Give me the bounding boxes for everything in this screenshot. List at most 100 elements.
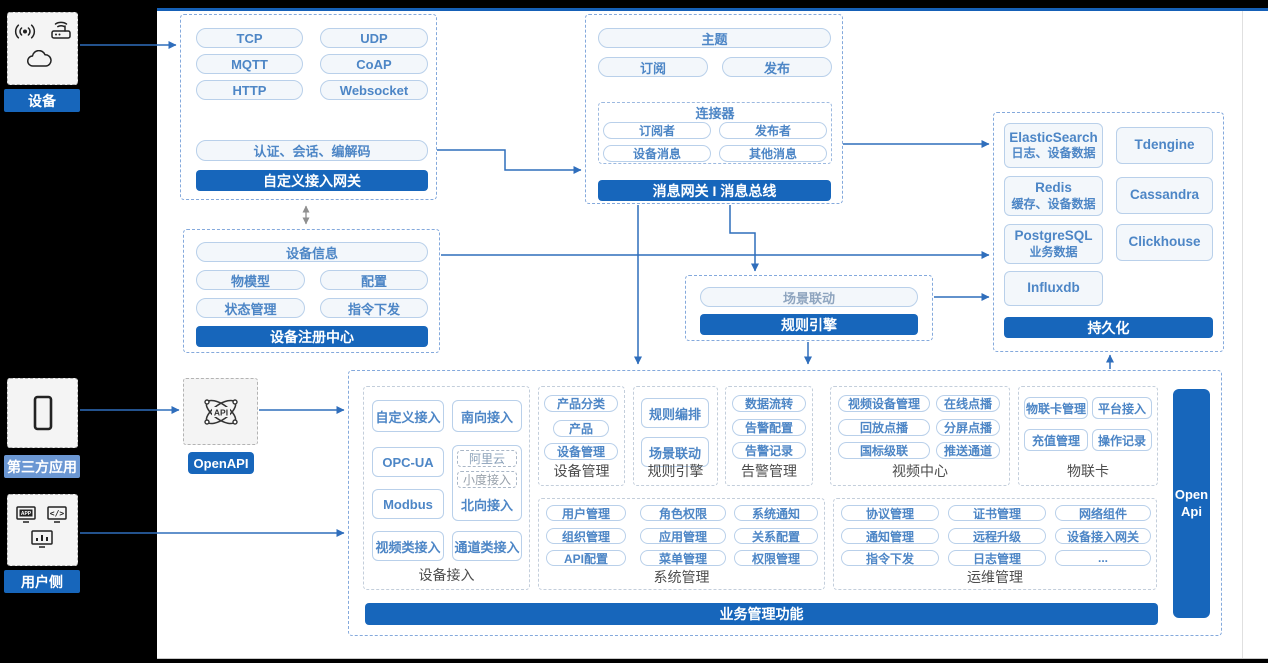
third-party-label: 第三方应用	[4, 455, 80, 478]
device-access-label: 设备接入	[418, 567, 475, 583]
subscribe: 订阅	[598, 57, 708, 77]
svg-text:APP: APP	[21, 511, 32, 517]
store-cassandra: Cassandra	[1116, 177, 1213, 214]
alarm-label: 告警管理	[741, 463, 797, 479]
platform-access: 平台接入	[1092, 397, 1152, 419]
persistence-title: 持久化	[1004, 317, 1213, 338]
device-registry-title: 设备注册中心	[196, 326, 428, 347]
channel-access: 通道类接入	[452, 531, 522, 561]
message-gateway-title: 消息网关 I 消息总线	[598, 180, 831, 201]
section-iot-card	[1018, 386, 1158, 486]
scene-linkage-btn: 场景联动	[641, 437, 709, 467]
svg-text:API: API	[214, 408, 228, 418]
rule-engine-title: 规则引擎	[700, 314, 918, 335]
config: 配置	[320, 270, 428, 290]
section-device-access	[363, 386, 530, 590]
smartphone-icon	[33, 395, 53, 431]
alarm-record: 告警记录	[732, 442, 806, 459]
store-redis: Redis 缓存、设备数据	[1004, 176, 1103, 216]
cert-mgmt: 证书管理	[948, 505, 1046, 521]
ops-label: 运维管理	[967, 569, 1023, 585]
remote-upgrade: 远程升级	[948, 528, 1046, 544]
command-dispatch-ops: 指令下发	[841, 550, 939, 566]
protocol-mgmt: 协议管理	[841, 505, 939, 521]
cloud-icon	[27, 50, 52, 67]
subscriber: 订阅者	[603, 122, 711, 139]
openapi-label: OpenAPI	[188, 452, 254, 474]
canvas-right-edge	[1242, 11, 1243, 658]
device-access-gateway: 设备接入网关	[1055, 528, 1151, 544]
wireless-signal-icon	[14, 24, 36, 39]
section-system	[538, 498, 825, 590]
online-play: 在线点播	[936, 395, 1000, 412]
api-network-icon: API	[204, 399, 238, 425]
permission-mgmt: 权限管理	[734, 550, 818, 566]
section-alarm	[725, 386, 813, 486]
device-mgmt: 设备管理	[544, 443, 618, 460]
device-mgmt-label: 设备管理	[553, 463, 610, 479]
iot-card-label: 物联卡	[1067, 463, 1109, 479]
connector-title: 连接器	[695, 105, 735, 121]
section-device-mgmt	[538, 386, 625, 486]
scene-linkage: 场景联动	[700, 287, 918, 307]
custom-gateway-title: 自定义接入网关	[196, 170, 428, 191]
protocol-coap: CoAP	[320, 54, 428, 74]
device-message: 设备消息	[603, 145, 711, 162]
operation-record: 操作记录	[1092, 429, 1152, 451]
app-screen-icon: APP	[16, 506, 36, 523]
alarm-config: 告警配置	[732, 419, 806, 436]
org-mgmt: 组织管理	[546, 528, 626, 544]
split-screen-play: 分屏点播	[936, 419, 1000, 436]
log-mgmt: 日志管理	[948, 550, 1046, 566]
south-access: 南向接入	[452, 400, 522, 432]
product: 产品	[553, 420, 609, 437]
section-ops	[833, 498, 1157, 590]
iot-card-mgmt: 物联卡管理	[1024, 397, 1088, 419]
protocol-websocket: Websocket	[320, 80, 428, 100]
openapi-icon-box: API	[183, 378, 258, 445]
opc-ua: OPC-UA	[372, 447, 444, 477]
third-party-icon-box	[7, 378, 78, 448]
api-config: API配置	[546, 550, 626, 566]
store-influxdb: Influxdb	[1004, 271, 1103, 306]
publisher: 发布者	[719, 122, 827, 139]
device-info: 设备信息	[196, 242, 428, 262]
app-mgmt: 应用管理	[640, 528, 726, 544]
xiaodu-access: 小度接入	[457, 471, 517, 488]
notice-mgmt: 通知管理	[841, 528, 939, 544]
auth-session-codec: 认证、会话、编解码	[196, 140, 428, 161]
protocol-udp: UDP	[320, 28, 428, 48]
thing-model: 物模型	[196, 270, 305, 290]
modbus: Modbus	[372, 489, 444, 519]
section-video	[830, 386, 1010, 486]
ops-more: ...	[1055, 550, 1151, 566]
role-permission: 角色权限	[640, 505, 726, 521]
relation-config: 关系配置	[734, 528, 818, 544]
playback: 回放点播	[838, 419, 930, 436]
code-screen-icon: </>	[47, 506, 67, 523]
topic: 主题	[598, 28, 831, 48]
protocol-tcp: TCP	[196, 28, 303, 48]
push-channel: 推送通道	[936, 442, 1000, 459]
system-notice: 系统通知	[734, 505, 818, 521]
svg-text:</>: </>	[50, 509, 65, 518]
chart-screen-icon	[31, 530, 53, 548]
video-access: 视频类接入	[372, 531, 444, 561]
user-side-label: 用户侧	[4, 570, 80, 593]
rule-engine-label: 规则引擎	[647, 463, 704, 479]
aliyun-access: 阿里云	[457, 450, 517, 467]
user-mgmt: 用户管理	[546, 505, 626, 521]
menu-mgmt: 菜单管理	[640, 550, 726, 566]
store-clickhouse: Clickhouse	[1116, 224, 1213, 261]
store-tdengine: Tdengine	[1116, 127, 1213, 164]
status-mgmt: 状态管理	[196, 298, 305, 318]
router-icon	[51, 21, 71, 39]
network-component: 网络组件	[1055, 505, 1151, 521]
rule-orchestration: 规则编排	[641, 398, 709, 428]
section-rule-engine	[633, 386, 718, 486]
system-label: 系统管理	[653, 569, 710, 585]
video-device-mgmt: 视频设备管理	[838, 395, 930, 412]
command-dispatch: 指令下发	[320, 298, 428, 318]
video-label: 视频中心	[892, 463, 948, 479]
